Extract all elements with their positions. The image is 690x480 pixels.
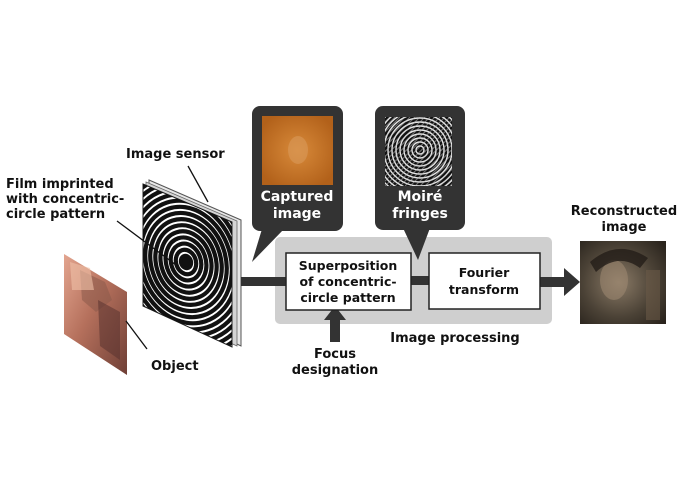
moire-fringe-line <box>439 173 452 186</box>
film-ring <box>178 253 194 271</box>
superposition-label-1: Superposition <box>299 258 398 273</box>
moire-fringes-callout: Moiré fringes <box>375 106 545 260</box>
captured-image-label-1: Captured <box>261 189 334 205</box>
moire-fringe-line <box>385 117 406 138</box>
moire-fringe-line <box>455 117 525 186</box>
object-label: Object <box>151 359 199 374</box>
focus-label-1: Focus <box>314 347 356 362</box>
film-label-3: circle pattern <box>6 207 105 222</box>
film-ring <box>163 235 209 289</box>
moire-fringe-line <box>404 138 452 186</box>
superposition-to-fourier-arrow <box>411 276 429 285</box>
moire-fringe-line <box>394 129 452 186</box>
superposition-box <box>285 252 412 311</box>
sensor-leader-line <box>187 165 209 203</box>
moire-fringe-line <box>385 117 451 182</box>
moire-fringe-line <box>385 117 416 148</box>
moire-fringe-line <box>385 117 426 158</box>
fourier-to-output-arrowhead <box>564 268 580 296</box>
moire-ring <box>399 129 441 171</box>
moire-fringe-line <box>434 168 452 186</box>
image-sensor-label: Image sensor <box>126 147 225 162</box>
moire-fringes-label-2: fringes <box>392 206 448 222</box>
film-ring <box>168 241 204 283</box>
moire-fringes-thumbnail <box>385 117 545 186</box>
film-ring-center <box>182 257 190 267</box>
moire-fringe-line <box>409 143 452 186</box>
moire-fringes-label-1: Moiré <box>398 189 443 205</box>
film-ring <box>158 229 214 295</box>
film-ring <box>173 247 199 277</box>
moire-fringe-line <box>465 117 535 186</box>
fourier-to-output-shaft <box>540 277 566 287</box>
moire-fringe-line <box>399 133 452 186</box>
film-ring <box>143 198 232 326</box>
film-ring <box>153 223 219 301</box>
moire-fringe-line <box>424 158 452 186</box>
fourier-label-2: transform <box>449 282 519 297</box>
reconstructed-label-1: Reconstructed <box>571 204 677 219</box>
fourier-transform-box <box>428 252 541 310</box>
focus-arrow-shaft <box>330 318 340 342</box>
film-ring <box>143 210 229 314</box>
film-label-1: Film imprinted <box>6 177 114 192</box>
image-processing-label: Image processing <box>390 331 519 346</box>
focus-arrow-head <box>324 306 346 320</box>
object-leader-line <box>125 320 148 350</box>
moire-fringe-line <box>429 163 452 186</box>
film-ring <box>143 192 232 332</box>
superposition-label-3: circle pattern <box>300 290 395 305</box>
reconstructed-label-2: image <box>602 220 647 235</box>
moire-fringe-line <box>470 117 540 186</box>
object-image <box>64 254 127 375</box>
moire-ring <box>387 117 452 183</box>
moire-fringe-line <box>389 124 452 186</box>
fourier-label-1: Fourier <box>459 265 510 280</box>
captured-image-label-2: image <box>273 206 321 222</box>
moire-fringe-line <box>385 117 421 153</box>
moire-fringe-line <box>385 117 436 168</box>
moire-fringe-line <box>385 117 441 172</box>
film-ring <box>143 204 232 320</box>
moire-fringe-line <box>385 117 411 143</box>
moire-fringe-line <box>414 148 452 186</box>
moire-fringe-line <box>419 153 452 186</box>
moire-fringe-line <box>475 117 545 186</box>
superposition-label-2: of concentric- <box>299 274 396 289</box>
focus-label-2: designation <box>292 363 379 378</box>
moire-fringe-line <box>460 117 530 186</box>
film-label-2: with concentric- <box>6 192 124 207</box>
film-leader-line <box>116 220 177 266</box>
moire-fringe-line <box>385 117 401 133</box>
captured-image-callout: Captured image <box>252 106 343 262</box>
moire-fringe-line <box>385 119 452 186</box>
flow-arrows <box>241 268 580 342</box>
reconstructed-image <box>580 241 666 324</box>
moire-fringe-line <box>385 117 446 177</box>
film-ring <box>148 216 224 308</box>
moire-fringe-line <box>385 117 431 163</box>
sensor-to-superposition-arrow <box>241 277 287 286</box>
film-plate <box>142 179 242 348</box>
